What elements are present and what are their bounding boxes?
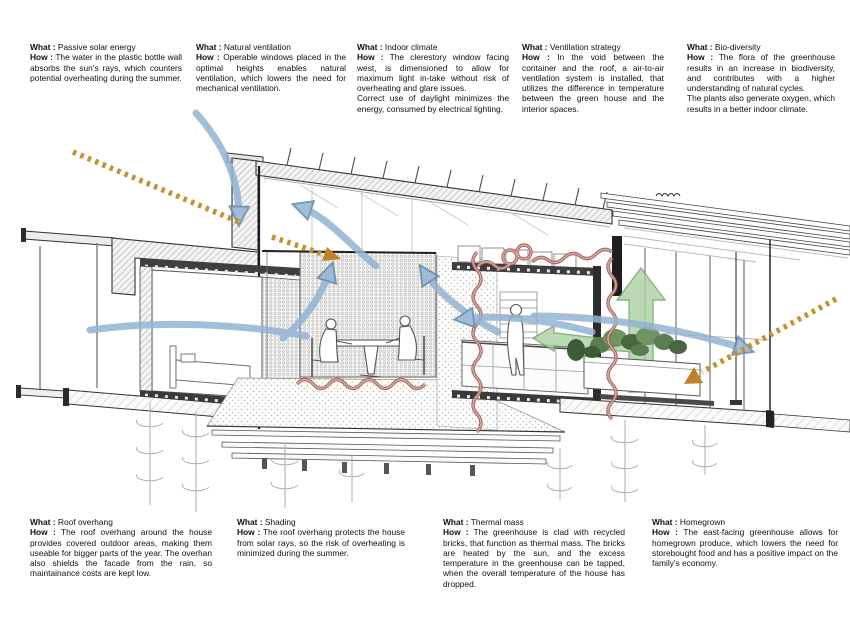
seated-person-left bbox=[311, 318, 353, 377]
what-text: Homegrown bbox=[679, 517, 726, 527]
annotation-how-line: How : In the void between the container … bbox=[522, 52, 664, 114]
annotation-natural-ventilation: What : Natural ventilation How : Operabl… bbox=[196, 42, 346, 93]
how-label: How : bbox=[196, 52, 220, 63]
pile-caps bbox=[262, 458, 475, 476]
seated-person-right bbox=[385, 315, 425, 375]
how-label: How : bbox=[443, 527, 469, 538]
people bbox=[311, 303, 525, 378]
what-text: Bio-diversity bbox=[714, 42, 761, 52]
thermal-waves bbox=[295, 243, 618, 434]
how-text: The water in the plastic bottle wall abs… bbox=[30, 52, 182, 83]
airflow-cross-rooms-arrow bbox=[86, 320, 310, 340]
annotation-how-line: How : The roof overhang around the house… bbox=[30, 527, 212, 578]
annotation-how-line: How : Operable windows placed in the opt… bbox=[196, 52, 346, 93]
what-label: What : bbox=[687, 42, 713, 52]
annotation-shading: What : Shading How : The roof overhang p… bbox=[237, 517, 405, 558]
airflow-arrows bbox=[86, 109, 748, 350]
what-text: Passive solar energy bbox=[57, 42, 136, 52]
annotation-how-line: How : The roof overhang protects the hou… bbox=[237, 527, 405, 558]
airflow-intake-arrow bbox=[192, 109, 239, 220]
plants bbox=[584, 327, 687, 358]
solar-rays bbox=[71, 149, 838, 384]
how-text: Operable windows placed in the optimal h… bbox=[196, 52, 347, 94]
annotation-thermal-mass: What : Thermal mass How : The greenhouse… bbox=[443, 517, 625, 589]
annotation-roof-overhang: What : Roof overhang How : The roof over… bbox=[30, 517, 212, 579]
what-label: What : bbox=[196, 42, 222, 52]
how-label: How : bbox=[30, 52, 53, 63]
standing-person bbox=[507, 303, 525, 376]
how-label: How : bbox=[652, 527, 678, 538]
what-label: What : bbox=[30, 42, 56, 52]
how-text: The clerestory window facing west, is di… bbox=[357, 52, 509, 94]
sun-ray-east-arrowhead bbox=[684, 367, 703, 384]
annotation-bio-diversity: What : Bio-diversity How : The flora of … bbox=[687, 42, 835, 114]
what-label: What : bbox=[237, 517, 263, 527]
what-text: Thermal mass bbox=[470, 517, 524, 527]
how-text: In the void between the container and th… bbox=[522, 52, 665, 114]
airflow-void-to-greenhouse-arrow bbox=[530, 312, 748, 350]
annotation-indoor-climate: What : Indoor climate How : The cleresto… bbox=[357, 42, 509, 114]
what-text: Roof overhang bbox=[57, 517, 113, 527]
how-label: How : bbox=[687, 52, 714, 63]
sun-ray-bottle-wall-arrowhead bbox=[322, 247, 341, 261]
airflow-clerestory-exit-arrow bbox=[298, 206, 380, 270]
what-label: What : bbox=[443, 517, 469, 527]
annotation-what-line: What : Bio-diversity bbox=[687, 42, 835, 52]
annotation-extra-line: Correct use of daylight minimizes the en… bbox=[357, 93, 509, 114]
annotation-how-line: How : The flora of the greenhouse result… bbox=[687, 52, 835, 93]
how-label: How : bbox=[30, 527, 56, 538]
living-room-floor bbox=[206, 377, 566, 465]
what-label: What : bbox=[652, 517, 678, 527]
roof-battens bbox=[286, 147, 608, 210]
annotation-what-line: What : Passive solar energy bbox=[30, 42, 182, 52]
annotation-what-line: What : Thermal mass bbox=[443, 517, 625, 527]
foundation-piles bbox=[135, 403, 718, 512]
sun-ray-east bbox=[700, 296, 838, 375]
annotation-what-line: What : Ventilation strategy bbox=[522, 42, 664, 52]
what-label: What : bbox=[357, 42, 383, 52]
how-text: The roof overhang around the house provi… bbox=[30, 527, 212, 579]
what-text: Natural ventilation bbox=[223, 42, 291, 52]
what-text: Shading bbox=[264, 517, 296, 527]
airflow-rise-right-arrow bbox=[423, 270, 502, 336]
annotation-passive-solar-energy: What : Passive solar energy How : The wa… bbox=[30, 42, 182, 83]
airflow-greenhouse-to-kitchen-arrow bbox=[460, 317, 596, 336]
annotation-extra-line: The plants also generate oxygen, which r… bbox=[687, 93, 835, 114]
annotation-ventilation-strategy: What : Ventilation strategy How : In the… bbox=[522, 42, 664, 114]
how-label: How : bbox=[237, 527, 261, 538]
annotation-how-line: How : The water in the plastic bottle wa… bbox=[30, 52, 182, 83]
extra-text: The plants also generate oxygen, which r… bbox=[687, 93, 835, 114]
left-room bbox=[63, 258, 303, 425]
annotation-what-line: What : Homegrown bbox=[652, 517, 838, 527]
sun-ray-west bbox=[71, 149, 241, 225]
annotation-how-line: How : The clerestory window facing west,… bbox=[357, 52, 509, 93]
how-label: How : bbox=[522, 52, 550, 63]
what-label: What : bbox=[522, 42, 548, 52]
annotation-how-line: How : The east-facing greenhouse allows … bbox=[652, 527, 838, 568]
how-label: How : bbox=[357, 52, 384, 63]
annotation-what-line: What : Indoor climate bbox=[357, 42, 509, 52]
what-text: Ventilation strategy bbox=[549, 42, 621, 52]
how-text: The greenhouse is clad with recycled bri… bbox=[443, 527, 625, 589]
annotation-what-line: What : Natural ventilation bbox=[196, 42, 346, 52]
sun-ray-bottle-wall bbox=[271, 234, 327, 258]
kitchen-cabinets bbox=[461, 339, 589, 395]
how-text: The east-facing greenhouse allows for ho… bbox=[652, 527, 838, 569]
annotation-how-line: How : The greenhouse is clad with recycl… bbox=[443, 527, 625, 589]
annotation-what-line: What : Shading bbox=[237, 517, 405, 527]
void-storage-boxes bbox=[457, 245, 577, 271]
how-text: The roof overhang protects the house fro… bbox=[237, 527, 405, 558]
extra-text: Correct use of daylight minimizes the en… bbox=[357, 93, 509, 114]
annotation-what-line: What : Roof overhang bbox=[30, 517, 212, 527]
how-text: The flora of the greenhouse results in a… bbox=[687, 52, 835, 94]
annotation-homegrown: What : Homegrown How : The east-facing g… bbox=[652, 517, 838, 568]
what-text: Indoor climate bbox=[384, 42, 438, 52]
what-label: What : bbox=[30, 517, 56, 527]
